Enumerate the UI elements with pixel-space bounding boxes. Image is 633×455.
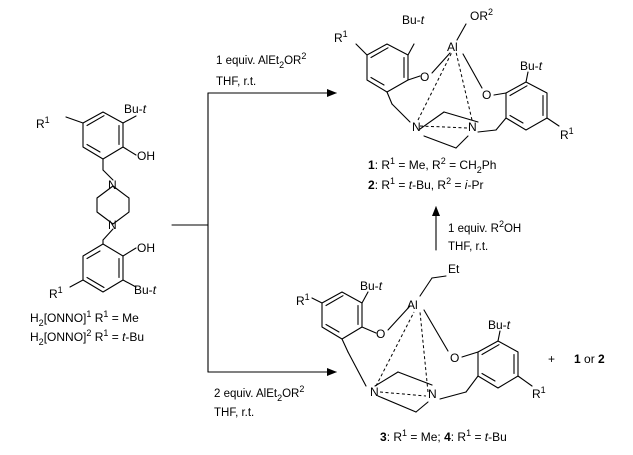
ligand-bottom-phenol-ring [69,228,137,293]
ligand-r1-bottom: R1 [49,285,63,301]
top-r1-left: R1 [334,29,348,45]
bottom-left-ring [321,291,363,340]
bottom-o-right: O [450,351,459,365]
bottom-reagent: 2 equiv. AlEt2OR2 [214,384,304,403]
vertical-reagent: 1 equiv. R2OH [448,219,521,235]
ligand-structure: R1 Bu-t OH N N OH R1 Bu-t [36,102,157,301]
bottom-but-right: Bu-t [488,318,511,332]
vertical-solvent: THF, r.t. [448,241,488,253]
bottom-solvent: THF, r.t. [214,407,254,419]
top-but-left: Bu-t [402,13,425,27]
top-or2-label: OR2 [470,7,493,23]
bottom-o-left: O [376,327,385,341]
ligand-caption-1: H2[ONNO]1 R1 = Me [30,309,139,328]
bottom-right-ring [477,340,519,389]
top-right-ring [505,81,548,131]
ligand-oh-bottom: OH [137,241,155,255]
top-n-left: N [412,120,421,134]
bottom-product-caption: 3: R1 = Me; 4: R1 = t-Bu [380,428,507,444]
ligand-n-top: N [108,178,117,192]
ligand-caption-2: H2[ONNO]2 R1 = t-Bu [30,328,144,347]
bottom-r1-right: R1 [532,385,546,401]
top-product-caption-2: 2: R1 = t-Bu, R2 = i-Pr [368,176,483,192]
top-o-right: O [482,88,491,102]
top-but-right: Bu-t [520,59,543,73]
bottom-but-left: Bu-t [360,279,383,293]
top-product-caption-1: 1: R1 = Me, R2 = CH2Ph [368,156,496,175]
bottom-r1-left: R1 [296,292,310,308]
plus-sign: + [548,352,555,366]
top-reagent: 1 equiv. AlEt2OR2 [216,51,306,70]
one-or-two-label: 1 or 2 [574,352,605,366]
top-product-structure: OR2 Al R1 Bu-t O O Bu-t R1 N N [334,7,574,149]
bottom-product-structure: Et Al R1 Bu-t O O Bu-t R1 N N [296,262,546,413]
top-solvent: THF, r.t. [216,76,256,88]
ligand-but-top: Bu-t [124,102,147,116]
top-left-ring [366,43,409,93]
ligand-n-bottom: N [108,218,117,232]
bottom-al-label: Al [407,298,418,312]
top-n-right: N [468,120,477,134]
bottom-et-label: Et [448,262,460,276]
bottom-n-left: N [370,385,379,399]
bottom-n-right: N [428,387,437,401]
branching-arrows [171,89,337,376]
piperazine-ring [96,185,130,225]
top-al-label: Al [447,40,458,54]
ligand-oh-top: OH [137,149,155,163]
ligand-top-phenol-ring [65,111,137,181]
ligand-r1-top: R1 [36,115,50,131]
top-r1-right: R1 [560,126,574,142]
top-o-left: O [420,70,429,84]
ligand-but-bottom: Bu-t [134,283,157,297]
